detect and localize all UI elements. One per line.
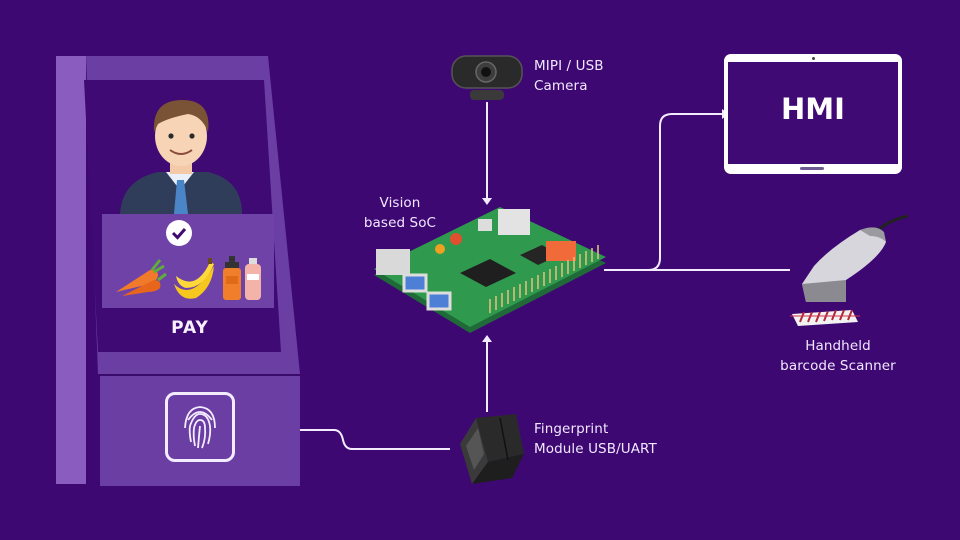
hmi-label: HMI bbox=[781, 92, 845, 126]
webcam-icon bbox=[451, 55, 523, 100]
edge-fingerprint-to-kiosk bbox=[244, 429, 450, 450]
hmi-camera-dot bbox=[812, 57, 815, 60]
edge-soc-to-hmi bbox=[604, 113, 722, 271]
soc-label-line1: Vision bbox=[379, 195, 421, 211]
fingerprint-module-icon bbox=[460, 414, 524, 484]
scanner-label-line1: Handheld bbox=[805, 338, 871, 354]
fingerprint-module-label-line1: Fingerprint bbox=[534, 421, 609, 437]
kiosk-side-panel bbox=[56, 56, 86, 484]
hmi-home-button bbox=[800, 167, 824, 170]
camera-label-line1: MIPI / USB bbox=[534, 58, 604, 74]
barcode-scanner-icon bbox=[790, 214, 909, 326]
circuit-board-icon bbox=[374, 207, 606, 333]
camera-label: MIPI / USB Camera bbox=[534, 56, 604, 96]
fingerprint-reader bbox=[165, 392, 235, 462]
person-avatar-icon bbox=[120, 100, 242, 214]
scanner-label: Handheld barcode Scanner bbox=[764, 336, 912, 376]
arrowhead-soc-top bbox=[482, 198, 492, 205]
fingerprint-module-label-line2: Module USB/UART bbox=[534, 441, 657, 457]
lotion-bottle-icon bbox=[245, 258, 261, 300]
banana-icon bbox=[174, 258, 214, 299]
soc-label-line2: based SoC bbox=[363, 215, 437, 231]
scanner-label-line2: barcode Scanner bbox=[780, 358, 896, 374]
checkmark-icon bbox=[166, 220, 192, 246]
fingerprint-module-label: Fingerprint Module USB/UART bbox=[534, 419, 657, 459]
hmi-screen bbox=[728, 62, 898, 164]
pay-button[interactable]: PAY bbox=[171, 318, 209, 338]
soc-label: Vision based SoC bbox=[352, 193, 448, 233]
soap-bottle-icon bbox=[223, 256, 241, 300]
arrowhead-soc-bottom bbox=[482, 335, 492, 342]
carrot-icon bbox=[116, 259, 167, 296]
fingerprint-icon bbox=[184, 406, 216, 449]
camera-label-line2: Camera bbox=[534, 78, 588, 94]
